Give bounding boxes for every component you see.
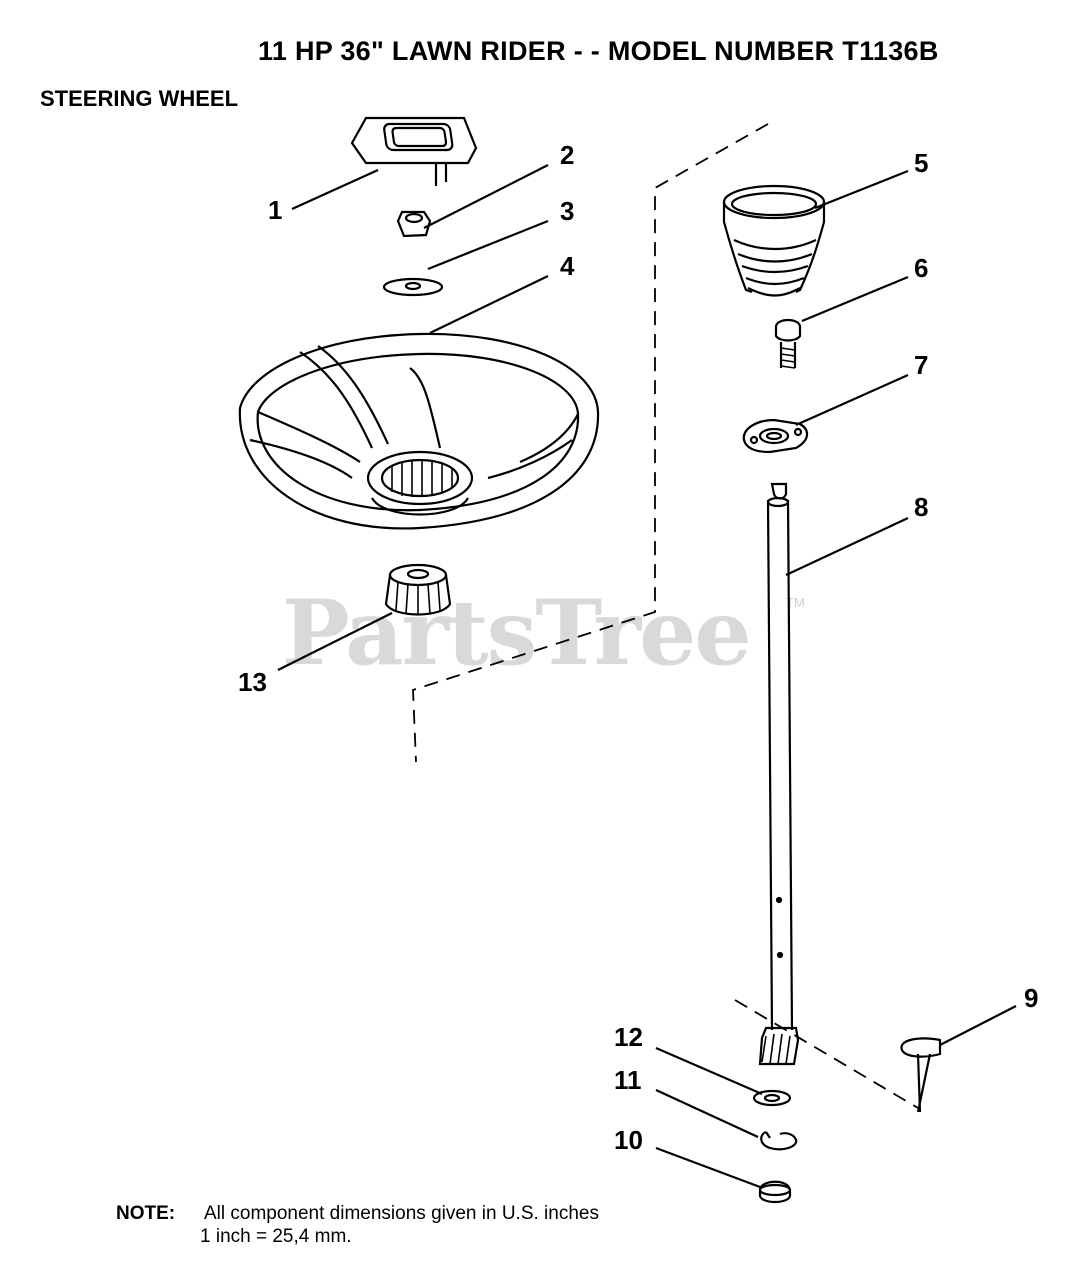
part-5-boot xyxy=(722,184,826,297)
part-12-washer xyxy=(752,1089,792,1107)
part-6-bolt xyxy=(774,318,802,369)
part-2-nut xyxy=(396,210,432,238)
watermark-logo: PartsTree xyxy=(282,580,752,686)
part-7-flange xyxy=(742,418,809,454)
part-4-steering-wheel xyxy=(238,332,600,530)
callout-8: 8 xyxy=(914,492,929,522)
callout-13: 13 xyxy=(238,667,267,697)
part-1-hub-cap xyxy=(350,116,478,186)
callout-2: 2 xyxy=(560,140,575,170)
callout-10: 10 xyxy=(614,1125,643,1155)
part-11-retaining-ring xyxy=(760,1130,798,1151)
dimension-note: NOTE: All component dimensions given in U… xyxy=(116,1203,599,1225)
callout-6: 6 xyxy=(914,253,929,283)
watermark-tm: TM xyxy=(786,595,805,610)
callout-9: 9 xyxy=(1024,983,1039,1013)
callout-11: 11 xyxy=(614,1065,642,1095)
part-3-washer xyxy=(382,277,444,297)
part-8-steering-shaft xyxy=(758,482,800,1066)
callout-1: 1 xyxy=(268,195,283,225)
leader-lines xyxy=(277,164,1017,1189)
callout-4: 4 xyxy=(560,251,575,281)
callout-7: 7 xyxy=(914,350,929,380)
note-line-1: All component dimensions given in U.S. i… xyxy=(204,1203,599,1224)
assembly-dash-lines xyxy=(412,123,919,1109)
part-9-clip xyxy=(900,1037,942,1113)
callout-12: 12 xyxy=(614,1022,643,1052)
section-title: STEERING WHEEL xyxy=(40,86,239,111)
note-label: NOTE: xyxy=(116,1203,176,1224)
page-title: 11 HP 36" LAWN RIDER - - MODEL NUMBER T1… xyxy=(258,36,939,66)
part-10-cap-nut xyxy=(758,1180,792,1204)
callout-5: 5 xyxy=(914,148,929,178)
note-line-2: 1 inch = 25,4 mm. xyxy=(200,1226,352,1247)
part-13-adapter xyxy=(384,563,452,616)
callout-3: 3 xyxy=(560,196,575,226)
